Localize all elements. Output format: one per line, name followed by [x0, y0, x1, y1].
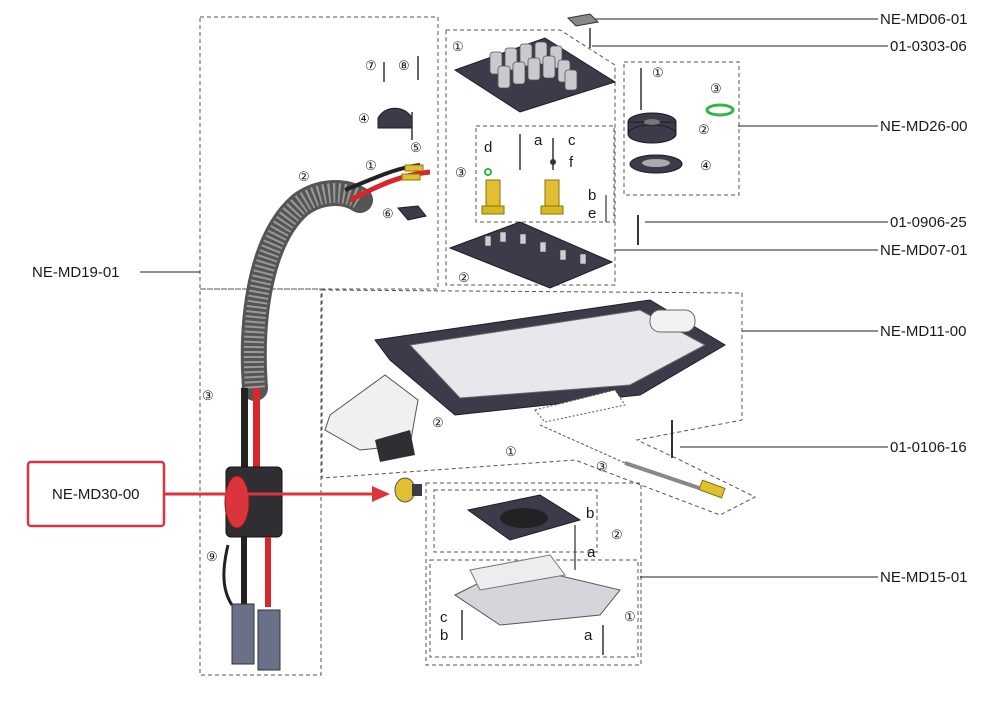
letter-a-md07: a: [534, 132, 543, 149]
thin-wire-9: [222, 544, 234, 606]
label-0106: 01-0106-16: [890, 439, 967, 456]
letter-e-md07: e: [588, 205, 596, 222]
lower-board-components: [484, 231, 587, 265]
label-md19: NE-MD19-01: [32, 264, 120, 281]
label-0906: 01-0906-25: [890, 214, 967, 231]
callout-md19-5: ⑤: [410, 140, 422, 155]
md07-inner-boundary: [475, 125, 615, 223]
housing-cylinder: [649, 309, 696, 333]
callout-md19-8: ⑧: [398, 58, 410, 73]
green-o-ring: [705, 103, 735, 117]
label-md11: NE-MD11-00: [880, 323, 966, 340]
callout-md26-3: ③: [710, 81, 722, 96]
md07-boundary: [445, 29, 616, 286]
capacitors: [489, 41, 578, 91]
housing-vent: [534, 389, 626, 423]
md06-module: [566, 13, 600, 27]
plug-right: [257, 609, 281, 671]
callout-md11-3: ③: [596, 459, 608, 474]
cable-clamp: [377, 107, 413, 129]
heatsink-fins: [469, 554, 566, 591]
callout-md07-1: ①: [452, 39, 464, 54]
o-ring-d: [484, 168, 492, 176]
label-md06: NE-MD06-01: [880, 11, 968, 28]
ring-terminal: [404, 164, 424, 172]
plug-left: [231, 603, 255, 665]
letter-a-md15: a: [584, 627, 593, 644]
black-cable: [241, 388, 248, 488]
callout-md19-1: ①: [365, 158, 377, 173]
part-6: [397, 205, 427, 221]
letter-c-md07: c: [568, 132, 576, 149]
md15-boundary: [425, 482, 642, 666]
callout-md26-2: ②: [698, 122, 710, 137]
label-md26: NE-MD26-00: [880, 118, 968, 135]
callout-md19-9: ⑨: [206, 549, 218, 564]
md30-arrow-head: [372, 486, 390, 502]
letter-b-md07: b: [588, 187, 596, 204]
letter-c-md15: c: [440, 609, 448, 626]
nut-f: [550, 159, 556, 165]
label-0303: 01-0303-06: [890, 38, 967, 55]
callout-md19-6: ⑥: [382, 206, 394, 221]
callout-md19-3: ③: [202, 388, 214, 403]
callout-md19-4: ④: [358, 111, 370, 126]
letter-a-md15-fan: a: [587, 544, 596, 561]
callout-md07-3: ③: [455, 165, 467, 180]
red-seal: [224, 475, 250, 529]
lower-board: [448, 221, 614, 289]
callout-md26-1: ①: [652, 65, 664, 80]
callout-md15-1: ①: [624, 609, 636, 624]
label-md15: NE-MD15-01: [880, 569, 968, 586]
callout-md15-2: ②: [611, 527, 623, 542]
letter-b-md15: b: [440, 627, 448, 644]
callout-md19-2: ②: [298, 169, 310, 184]
callout-md07-2: ②: [458, 270, 470, 285]
letter-callouts: a c d f b e b a c b a: [440, 132, 596, 644]
md11-boundary: [321, 289, 757, 516]
md19-lower-boundary: [199, 288, 322, 676]
callout-md19-7: ⑦: [365, 58, 377, 73]
housing-interior: [408, 309, 707, 399]
label-md30: NE-MD30-00: [52, 486, 140, 503]
md15-heatsink-boundary: [429, 559, 639, 658]
rod-3: [624, 461, 706, 492]
callout-md26-4: ④: [700, 158, 712, 173]
letter-b-md15-fan: b: [586, 505, 594, 522]
red-wire-top: [348, 169, 431, 203]
label-md07: NE-MD07-01: [880, 242, 968, 259]
red-cable: [253, 388, 260, 488]
md19-upper-boundary: [199, 16, 439, 290]
letter-f-md07: f: [569, 154, 574, 171]
callout-md11-1: ①: [505, 444, 517, 459]
letter-d-md07: d: [484, 139, 492, 156]
callouts: ① ③ ② ① ③ ② ④ ⑦ ⑧ ④ ⑤ ① ② ⑥ ③ ⑨ ② ① ③ ② …: [202, 39, 722, 624]
md26-boundary: [623, 61, 740, 196]
callout-md11-2: ②: [432, 415, 444, 430]
